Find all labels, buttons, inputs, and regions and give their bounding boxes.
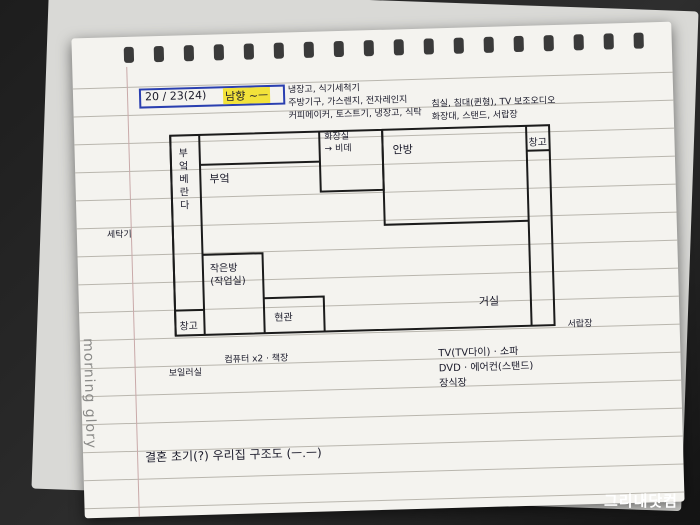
- room-closet-right: 창고: [528, 137, 548, 149]
- left-closet-divider: [175, 308, 205, 312]
- room-bedroom: 안방: [392, 142, 414, 157]
- note-washer: 세탁기: [106, 229, 132, 241]
- room-closet-left: 창고: [179, 321, 199, 333]
- bedroom-wall: [381, 129, 529, 226]
- bathroom-wall: [318, 129, 385, 193]
- small-room-wall: [202, 252, 266, 334]
- living-items: TV(TV다이) · 소파 DVD · 에어컨(스탠드) 장식장: [438, 346, 534, 390]
- note-storage-right: 서랍장: [567, 319, 593, 330]
- room-kitchen: 부엌: [209, 172, 230, 186]
- watermark: 그리내닷컴: [603, 492, 678, 510]
- closet-divider: [526, 149, 550, 152]
- room-small: 작은방 (작업실): [209, 262, 246, 288]
- notebook-page: morning glory 20 / 23(24) 남향 ~ㅡ 냉장고, 식기세…: [71, 21, 685, 519]
- entrance-wall: [263, 295, 326, 332]
- note-boiler: 보일러실: [168, 367, 203, 379]
- room-living: 거실: [478, 294, 500, 309]
- balcony-wall: [169, 134, 206, 336]
- note-computer: 컴퓨터 x2 · 책장: [224, 353, 289, 366]
- kitchen-wall: [199, 160, 320, 166]
- room-front-balcony: 부엌 베란다: [178, 148, 190, 212]
- room-entrance: 현관: [274, 312, 293, 324]
- closet-wall: [525, 125, 533, 326]
- floor-plan: [169, 124, 556, 337]
